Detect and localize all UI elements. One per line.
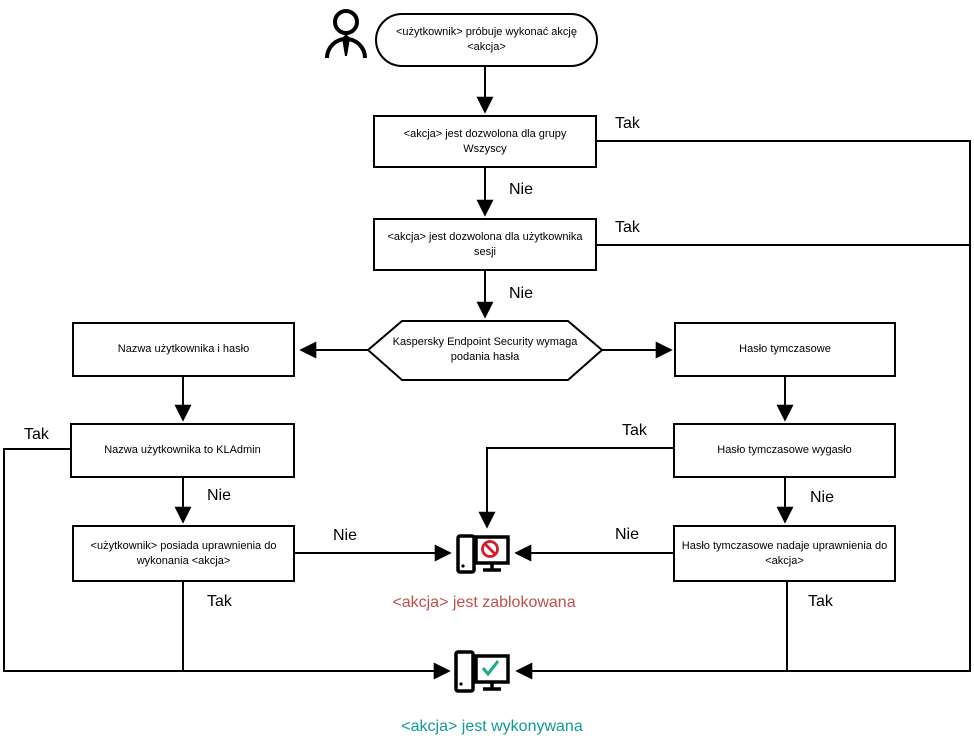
user-icon bbox=[325, 9, 367, 59]
edge-label-group-tak: Tak bbox=[613, 115, 642, 133]
node-temp-password-grants: Hasło tymczasowe nadaje uprawnienia do <… bbox=[673, 525, 896, 582]
edge-label-session-tak: Tak bbox=[613, 219, 642, 237]
edge-label-grants-tak: Tak bbox=[806, 593, 835, 611]
node-username-password: Nazwa użytkownika i hasło bbox=[72, 322, 295, 377]
check-icon bbox=[481, 660, 500, 677]
computer-blocked-icon bbox=[456, 534, 510, 574]
node-user-has-permissions: <użytkownik> posiada uprawnienia do wyko… bbox=[72, 525, 295, 582]
node-start: <użytkownik> próbuje wykonać akcję <akcj… bbox=[375, 13, 598, 67]
executed-result-label: <akcja> jest wykonywana bbox=[401, 718, 583, 735]
hexagon-node-shape bbox=[366, 320, 604, 381]
node-kes-requires-password: Kaspersky Endpoint Security wymaga podan… bbox=[392, 336, 578, 363]
blocked-result-label: <akcja> jest zablokowana bbox=[392, 594, 576, 611]
prohibition-icon bbox=[481, 540, 499, 558]
edge-label-perms-nie: Nie bbox=[331, 527, 360, 545]
node-kladmin: Nazwa użytkownika to KLAdmin bbox=[70, 423, 295, 478]
node-group-allowed: <akcja> jest dozwolona dla grupy Wszyscy bbox=[373, 115, 597, 168]
node-temp-password: Hasło tymczasowe bbox=[674, 322, 896, 377]
edge-label-session-nie: Nie bbox=[507, 285, 536, 303]
edge-label-perms-tak: Tak bbox=[205, 593, 234, 611]
computer-ok-icon bbox=[454, 650, 510, 693]
edge-lines bbox=[3, 67, 971, 680]
edge-label-grants-nie: Nie bbox=[613, 526, 642, 544]
node-session-allowed: <akcja> jest dozwolona dla użytkownika s… bbox=[373, 218, 597, 271]
edge-label-kladmin-nie: Nie bbox=[205, 487, 234, 505]
edge-label-expired-nie: Nie bbox=[808, 489, 837, 507]
edge-label-expired-tak: Tak bbox=[620, 422, 649, 440]
edge-label-kladmin-tak: Tak bbox=[22, 426, 51, 444]
edge-label-group-nie: Nie bbox=[507, 181, 536, 199]
node-temp-password-expired: Hasło tymczasowe wygasło bbox=[673, 423, 896, 478]
